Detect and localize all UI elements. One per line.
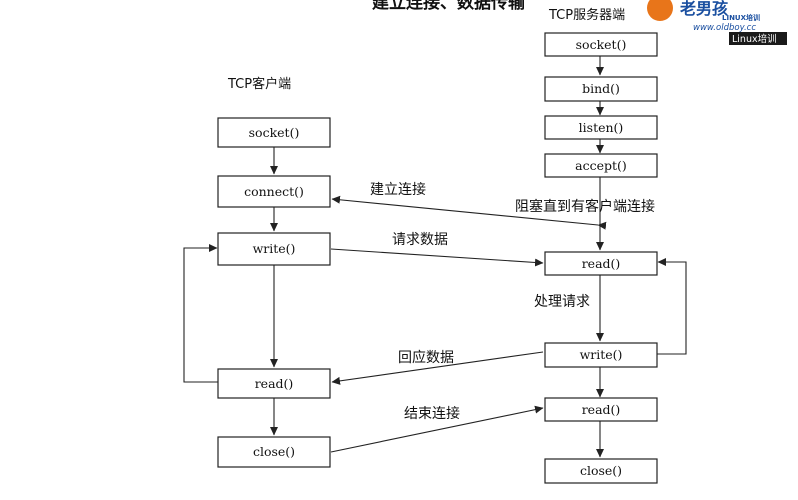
server-box-socket: socket() [544, 32, 658, 57]
arrow-reply-data [331, 351, 544, 385]
server-box-read: read() [544, 251, 658, 276]
logo-sub: LINUX培训 [722, 13, 760, 22]
logo-brand: 老男孩 [679, 0, 728, 18]
client-box-write: write() [217, 232, 331, 266]
svg-text:socket(): socket() [576, 37, 627, 52]
oldboy-logo: 老男孩 LINUX培训 www.oldboy.cc Linux培训 [647, 0, 787, 45]
svg-text:read(): read() [255, 376, 294, 391]
svg-text:socket(): socket() [249, 125, 300, 140]
svg-text:accept(): accept() [575, 158, 627, 173]
arrow-establish-connection [331, 195, 607, 230]
logo-mark-icon [647, 0, 673, 21]
label-finish-connection: 结束连接 [404, 405, 460, 422]
label-establish-connection: 建立连接 [370, 181, 426, 198]
client-box-read: read() [217, 368, 331, 399]
svg-text:connect(): connect() [244, 184, 304, 199]
svg-text:read(): read() [582, 402, 621, 417]
server-box-accept: accept() [544, 153, 658, 178]
svg-text:close(): close() [253, 444, 295, 459]
server-box-listen: listen() [544, 115, 658, 140]
logo-badge-text: Linux培训 [732, 33, 777, 45]
client-box-socket: socket() [217, 117, 331, 148]
arrow-server-loop [657, 258, 687, 355]
logo-badge [729, 32, 787, 45]
logo-url: www.oldboy.cc [693, 23, 756, 33]
server-box-read-2: read() [544, 397, 658, 422]
client-box-close: close() [217, 436, 331, 468]
svg-text:read(): read() [582, 256, 621, 271]
label-process-request: 处理请求 [534, 294, 590, 310]
server-box-close: close() [544, 458, 658, 484]
svg-text:close(): close() [580, 463, 622, 478]
arrow-finish-connection [330, 405, 544, 453]
cutoff-header-text: 建立连接、数据传输 [372, 0, 526, 13]
label-block-until-connect: 阻塞直到有客户端连接 [515, 198, 655, 215]
svg-text:write(): write() [580, 347, 623, 362]
arrow-request-data [330, 248, 544, 267]
client-box-connect: connect() [217, 175, 331, 208]
svg-text:listen(): listen() [579, 120, 624, 135]
server-box-write: write() [544, 342, 658, 368]
client-title: TCP客户端 [227, 76, 291, 92]
connectors [183, 56, 687, 458]
label-request-data: 请求数据 [392, 232, 448, 248]
server-title: TCP服务器端 [548, 7, 625, 23]
server-box-bind: bind() [544, 76, 658, 102]
svg-text:bind(): bind() [582, 81, 620, 96]
arrow-client-loop [183, 244, 218, 383]
svg-text:write(): write() [253, 241, 296, 256]
label-reply-data: 回应数据 [398, 349, 454, 366]
